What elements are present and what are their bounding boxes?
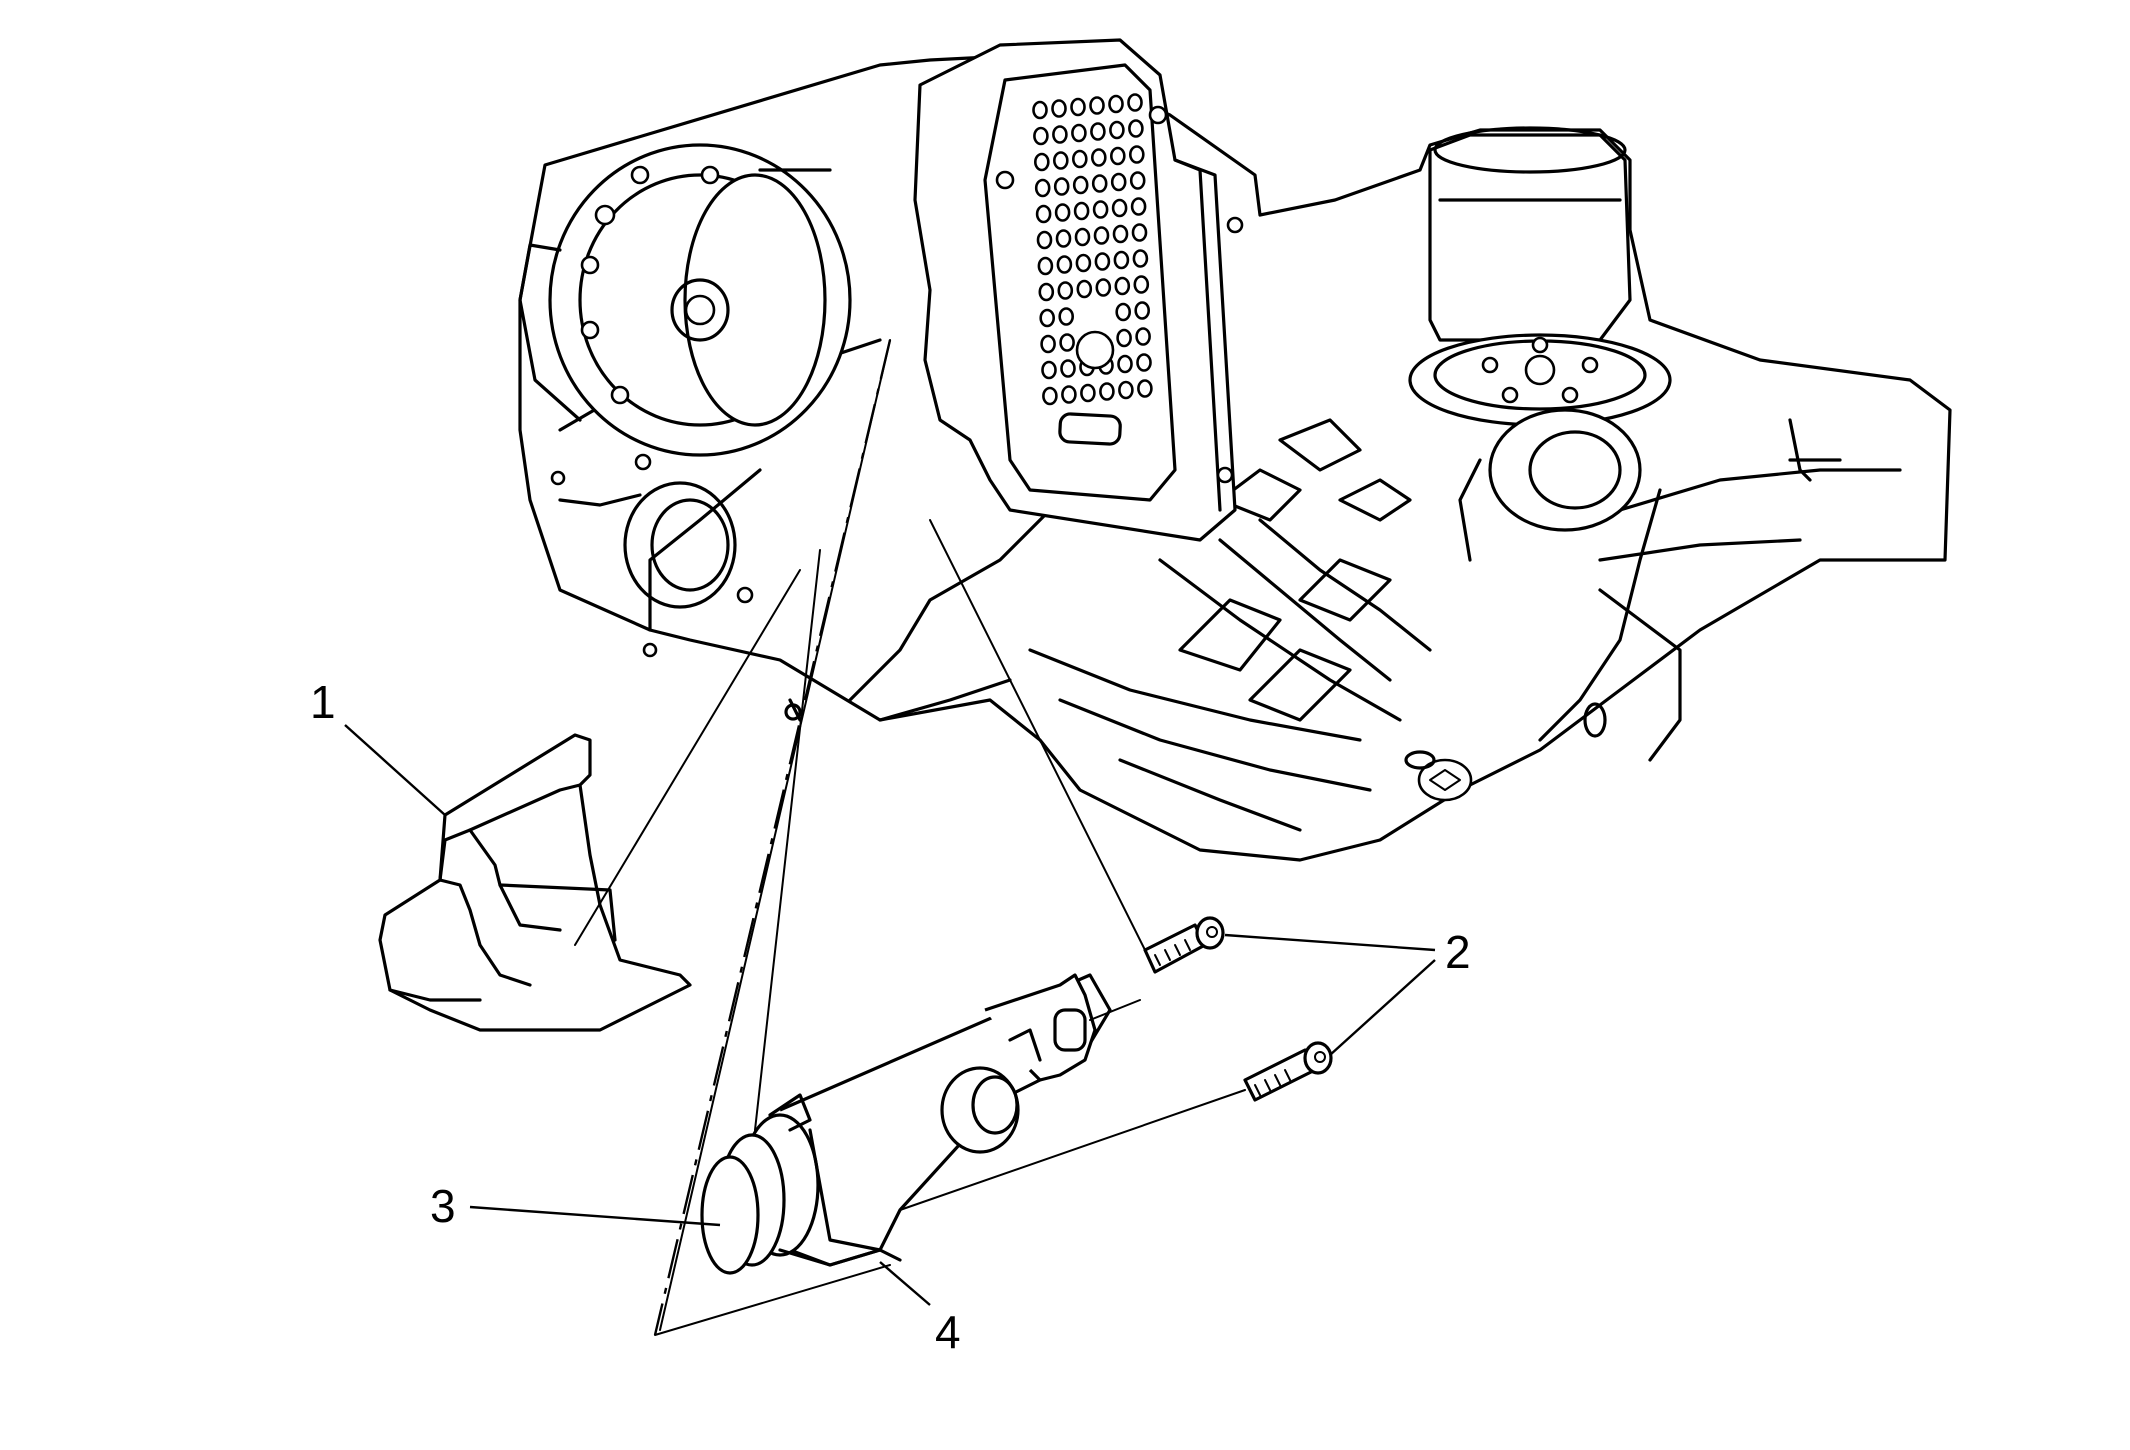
cover-hole <box>1054 203 1071 222</box>
cover-hole <box>1118 380 1134 400</box>
cover-hole <box>1032 100 1048 120</box>
cover-hole <box>1117 354 1133 374</box>
cover-hole <box>1131 223 1148 242</box>
cover-hole <box>1041 360 1057 380</box>
cover-hole <box>1133 275 1150 294</box>
cover-hole <box>1053 177 1070 196</box>
cover-hole <box>1132 249 1149 268</box>
cover-hole <box>1093 226 1110 245</box>
cover-hole <box>1130 197 1147 216</box>
cover-hole <box>1091 174 1108 193</box>
cover-hole <box>1056 255 1073 274</box>
input-flange <box>518 143 852 457</box>
cover-hole <box>1089 96 1105 115</box>
cover-hole <box>1127 93 1143 112</box>
cover-hole <box>1110 146 1126 166</box>
cover-hole <box>1036 230 1053 250</box>
cover-hole <box>1071 123 1087 143</box>
cover-hole <box>1042 386 1058 406</box>
cover-hole <box>1095 278 1112 297</box>
cover-hole <box>1058 307 1074 326</box>
cover-hole <box>1057 281 1074 300</box>
cover-hole <box>1076 279 1093 299</box>
cover-hole <box>1091 148 1107 167</box>
cover-hole <box>1055 229 1072 248</box>
cover-hole <box>1059 333 1075 352</box>
cover-hole <box>1074 227 1091 247</box>
cover-hole <box>1099 382 1115 401</box>
cover-hole <box>1135 327 1151 346</box>
cover-hole <box>1051 99 1067 118</box>
callout-2-label: 2 <box>1445 926 1471 978</box>
cover-hole <box>1040 334 1056 354</box>
cover-hole <box>1075 253 1092 273</box>
output-bushing <box>1408 126 1672 562</box>
cover-hole <box>1092 200 1109 219</box>
cover-hole <box>1072 175 1089 195</box>
callout-1-label: 1 <box>310 676 336 728</box>
cover-hole <box>1116 328 1132 348</box>
cover-hole <box>1072 149 1088 169</box>
cover-hole <box>1109 120 1125 140</box>
cover-hole <box>1061 385 1077 404</box>
cover-hole <box>1090 122 1106 141</box>
callout-3: 3 <box>430 1180 721 1232</box>
callout-4-label: 4 <box>935 1306 961 1358</box>
cover-hole <box>1035 204 1052 224</box>
cover-hole <box>1094 252 1111 271</box>
cover-hole <box>1108 94 1124 114</box>
cover-hole <box>1034 152 1050 172</box>
callout-4: 4 <box>879 1261 961 1358</box>
cover-hole <box>1034 178 1051 198</box>
callout-1: 1 <box>310 676 446 816</box>
cover-hole <box>1037 256 1054 276</box>
bolt-upper <box>1143 916 1225 974</box>
cover-hole <box>1136 353 1152 372</box>
heat-shield <box>378 733 692 1032</box>
cover-hole <box>1110 172 1127 192</box>
actuator-bore <box>550 453 802 722</box>
cover-hole <box>1039 308 1055 328</box>
cover-hole <box>1134 301 1150 320</box>
cover-hole <box>1053 151 1069 170</box>
callout-2: 2 <box>1224 926 1471 1056</box>
bolt-lower <box>1243 1041 1333 1102</box>
cover-hole <box>1052 125 1068 144</box>
cover-hole <box>1137 379 1153 398</box>
cover-hole <box>1112 224 1129 244</box>
cover-hole <box>1113 250 1130 270</box>
cover-hole <box>1128 119 1144 138</box>
cover-hole <box>1129 171 1146 190</box>
cover-hole <box>1033 126 1049 146</box>
cover-hole <box>1060 359 1076 378</box>
cover-hole <box>1070 97 1086 117</box>
cover-hole <box>1115 302 1131 322</box>
cover-hole <box>1073 201 1090 221</box>
callout-3-label: 3 <box>430 1180 456 1232</box>
actuator-assembly <box>700 973 1112 1275</box>
cover-hole <box>1080 383 1096 403</box>
cover-hole <box>1129 145 1145 164</box>
cover-hole <box>1114 276 1131 296</box>
installation-lines <box>574 339 1246 1336</box>
differential-cover <box>913 38 1244 542</box>
cover-hole <box>1111 198 1128 218</box>
cover-hole <box>1038 282 1055 302</box>
